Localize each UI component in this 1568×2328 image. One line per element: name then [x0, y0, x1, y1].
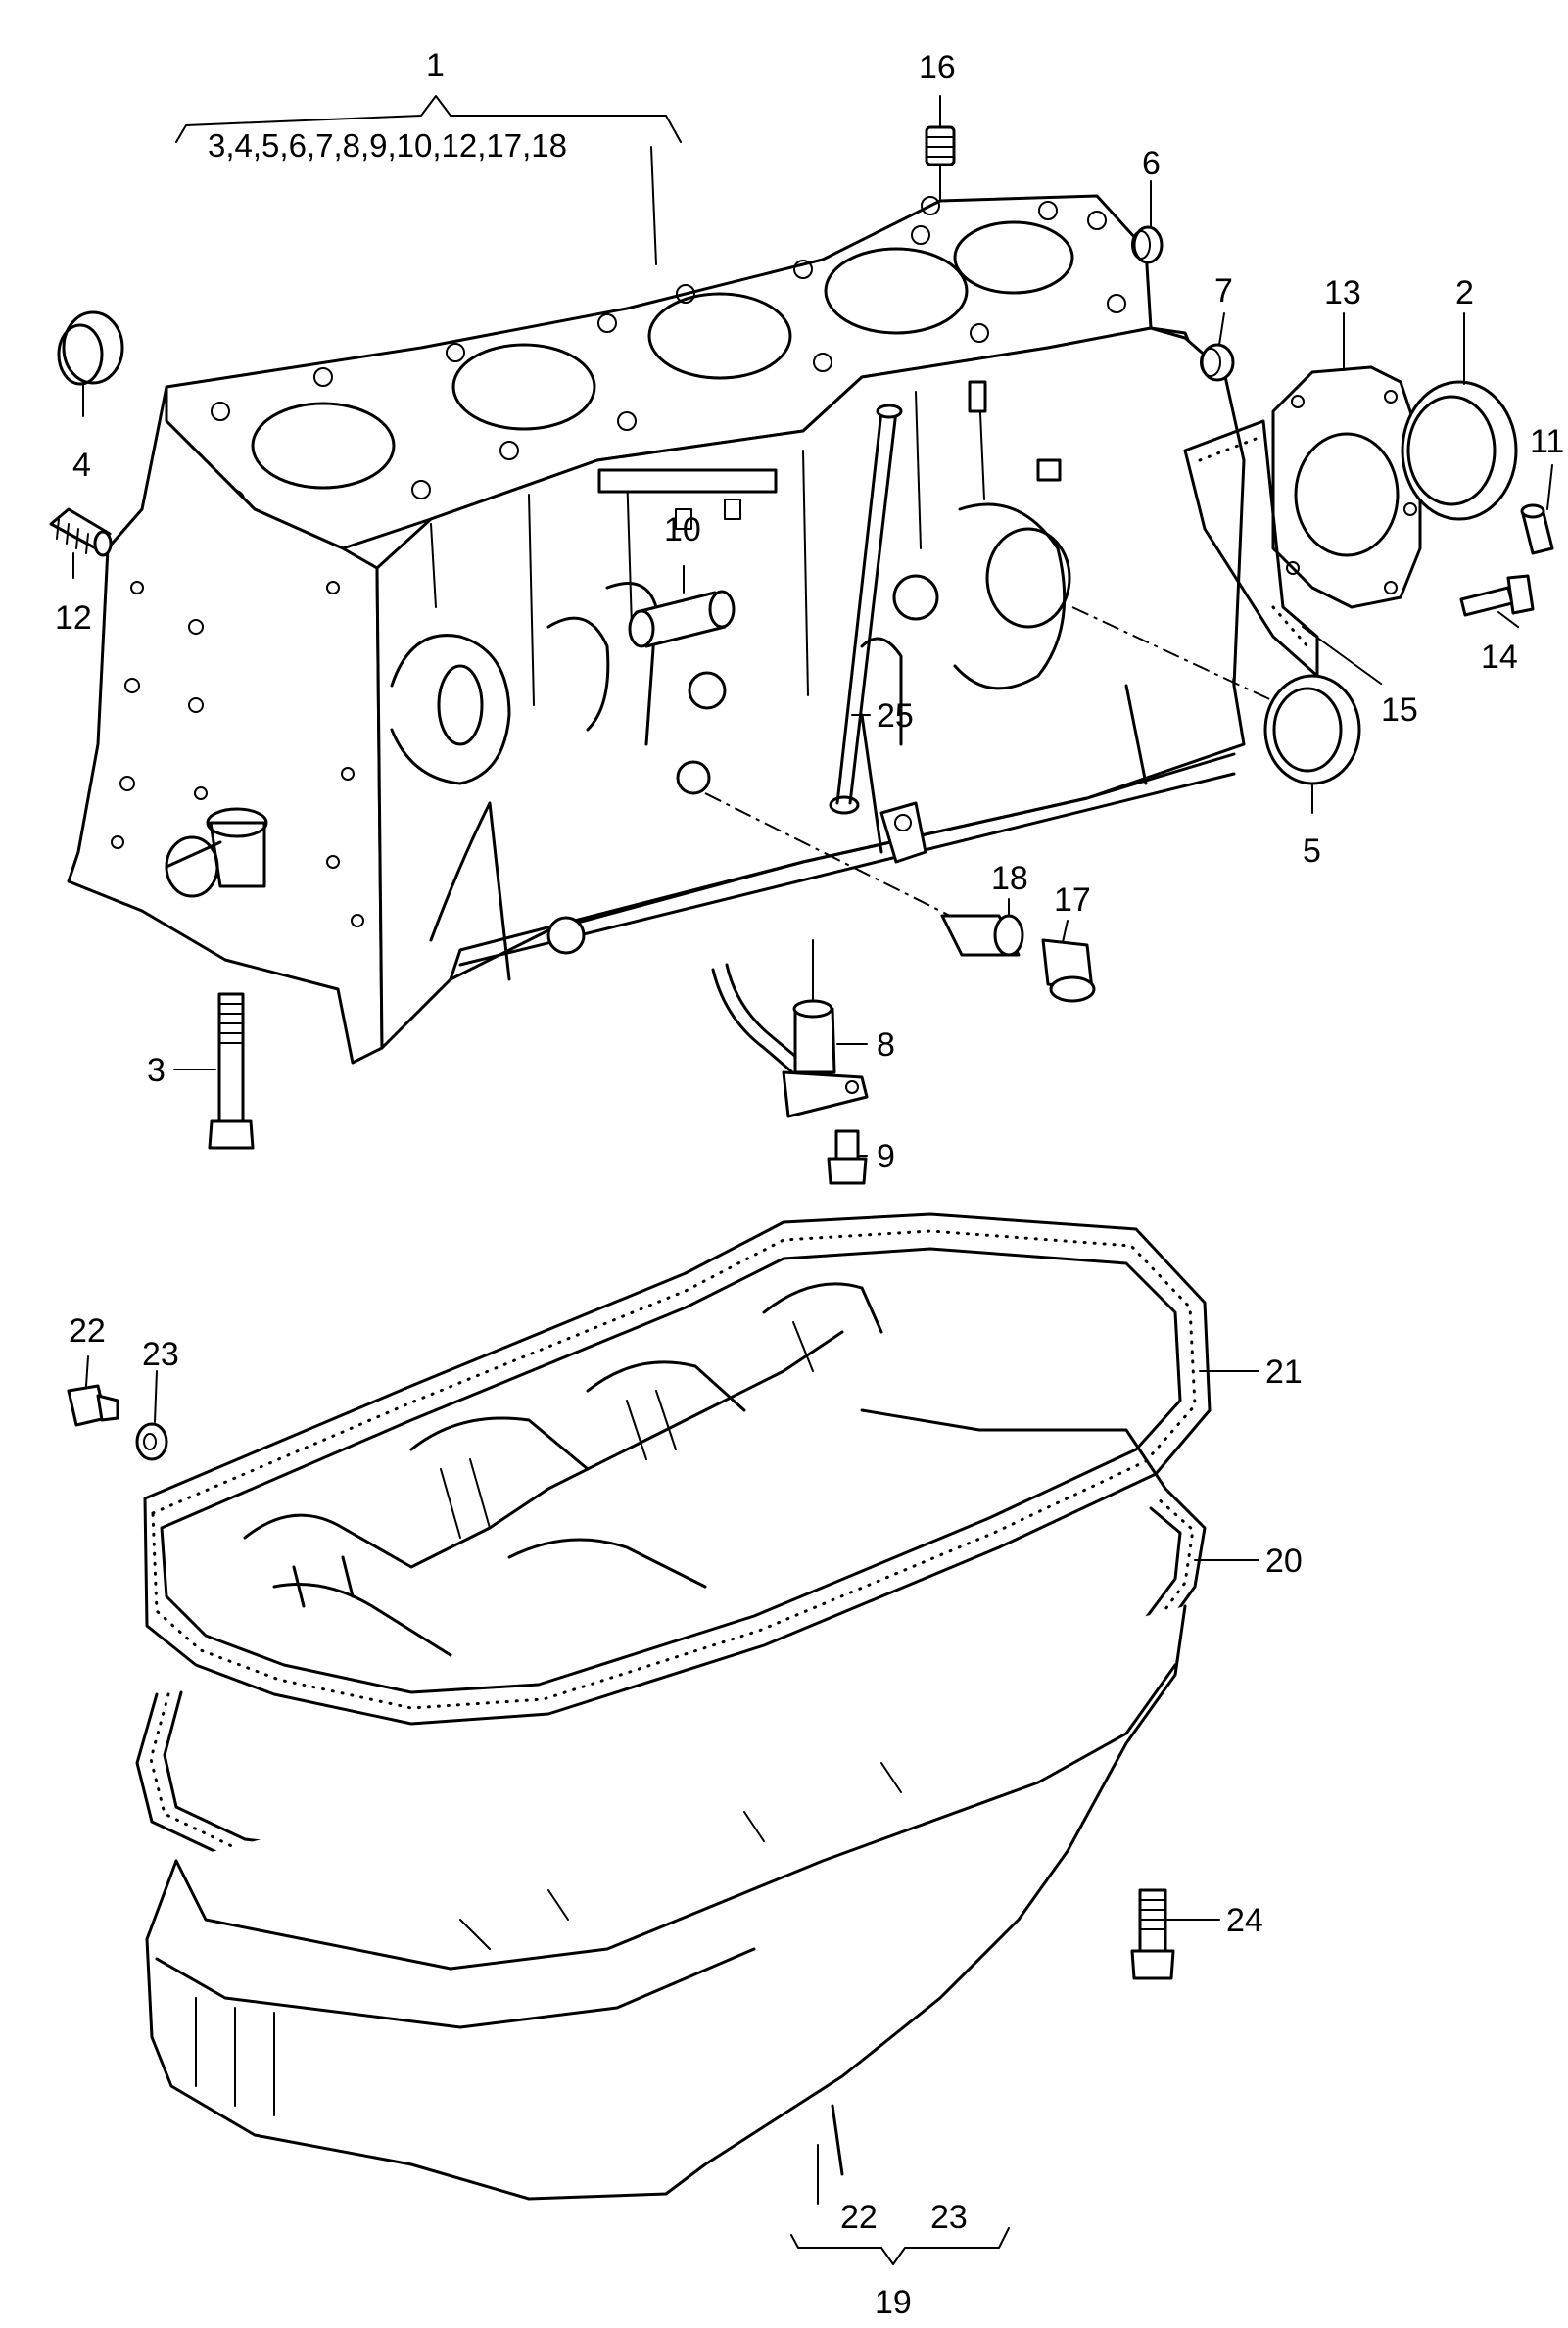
callout-24: 24: [1226, 1902, 1263, 1939]
oil-seal-2: [1401, 380, 1518, 521]
callout-3: 3: [147, 1052, 166, 1089]
dowel-sleeve-16: [925, 125, 956, 166]
callout-8: 8: [877, 1026, 895, 1064]
callout-16: 16: [919, 49, 956, 86]
callout-1-group: 3,4,5,6,7,8,9,10,12,17,18: [208, 127, 567, 164]
oil-spray-jet-8: [711, 963, 869, 1118]
leader-lines: [72, 95, 1553, 2265]
seal-5: [1263, 674, 1361, 785]
callout-11: 11: [1530, 423, 1564, 460]
callout-1: 1: [426, 47, 445, 84]
seal-washer-23: [135, 1422, 168, 1461]
oil-pan-19: [145, 1604, 1187, 2201]
callout-14: 14: [1481, 639, 1518, 676]
callout-9: 9: [877, 1138, 895, 1175]
callout-17: 17: [1054, 881, 1091, 919]
plug-6: [1131, 225, 1164, 264]
bolt-14: [1459, 574, 1535, 617]
drain-plug-22: [67, 1384, 119, 1427]
callout-2: 2: [1455, 274, 1474, 311]
callout-19-group-22: 22: [840, 2199, 878, 2236]
plug-7: [1200, 343, 1235, 382]
bolt-24: [1130, 1888, 1175, 1980]
sealing-flange-13: [1271, 365, 1422, 609]
callout-25: 25: [877, 697, 914, 735]
callout-10: 10: [664, 511, 701, 548]
callout-15: 15: [1381, 691, 1418, 729]
callout-23: 23: [142, 1336, 179, 1373]
dowel-pin-11: [1520, 503, 1554, 555]
callout-labels: 1 3,4,5,6,7,8,9,10,12,17,18 16 6 7 13 2 …: [55, 47, 1564, 2321]
cylinder-block: [67, 194, 1294, 1065]
bolt-3: [208, 992, 255, 1150]
callout-19-group-23: 23: [930, 2199, 968, 2236]
sleeve-18: [940, 914, 1024, 957]
callout-22: 22: [69, 1312, 106, 1350]
callout-13: 13: [1324, 274, 1361, 311]
callout-21: 21: [1265, 1354, 1303, 1391]
callout-12: 12: [55, 599, 92, 637]
gasket-15: [1183, 419, 1319, 678]
callout-18: 18: [991, 860, 1028, 897]
bushing-10: [628, 590, 736, 648]
callout-7: 7: [1214, 272, 1233, 309]
banjo-bolt-9: [827, 1129, 868, 1185]
cap-4: [57, 310, 124, 386]
callout-6: 6: [1142, 145, 1161, 182]
callout-19: 19: [875, 2284, 912, 2321]
screw-plug-17: [1041, 938, 1096, 1003]
callout-5: 5: [1303, 832, 1321, 870]
callout-4: 4: [72, 447, 91, 484]
threaded-plug-12: [49, 507, 113, 557]
callout-20: 20: [1265, 1543, 1303, 1580]
